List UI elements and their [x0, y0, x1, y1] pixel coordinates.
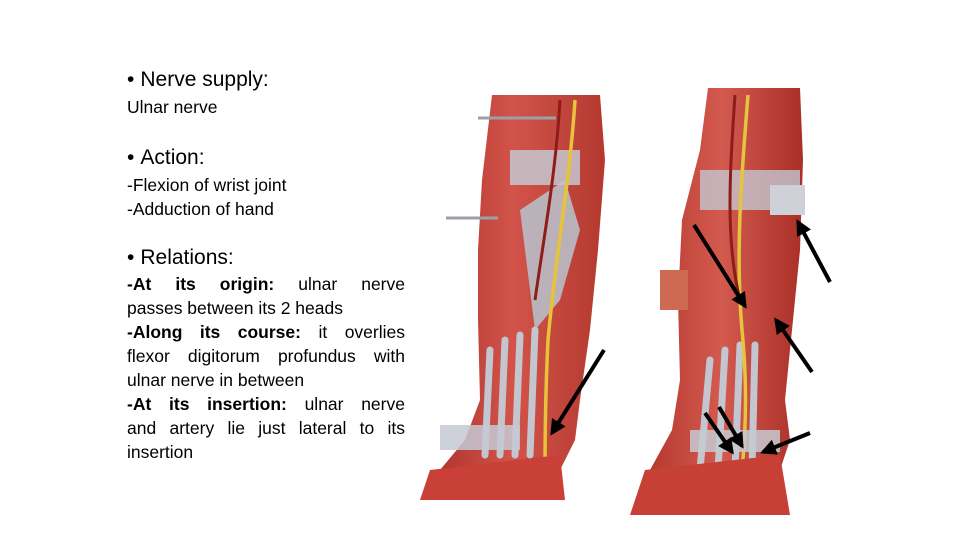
left-hand	[420, 455, 565, 500]
relations-insertion-line3: insertion	[127, 442, 194, 462]
heading-relations: •Relations:	[127, 246, 234, 269]
forearm-illustration-right	[630, 88, 805, 515]
relations-paragraph: -At its origin: ulnar nerve passes betwe…	[127, 272, 405, 464]
arrow-right-6	[760, 431, 811, 455]
heading-nerve-supply: •Nerve supply:	[127, 68, 269, 91]
left-artery	[533, 99, 562, 301]
annotation-arrows	[550, 219, 832, 455]
relations-insertion-line1: -At its insertion: ulnar nerve	[127, 394, 405, 414]
action-item-flexion: -Flexion of wrist joint	[127, 175, 287, 195]
relations-origin-line2: passes between its 2 heads	[127, 298, 343, 318]
right-pisiform-block	[770, 185, 805, 215]
left-nerve	[543, 99, 577, 471]
action-item-adduction: -Adduction of hand	[127, 199, 274, 219]
relations-course-line2: flexor digitorum profundus with	[127, 346, 405, 366]
arrow-left-insertion	[550, 348, 606, 436]
forearm-illustration-left	[420, 95, 605, 500]
right-artery	[728, 94, 742, 301]
nerve-supply-value: Ulnar nerve	[127, 97, 218, 117]
arrow-right-5	[717, 405, 744, 449]
right-side-flap	[660, 270, 688, 310]
right-hand	[630, 455, 790, 515]
arrow-right-3	[774, 317, 814, 374]
arrow-right-2	[796, 219, 832, 283]
arrow-right-4	[703, 411, 734, 455]
arrow-right-1	[692, 223, 747, 309]
relations-course-line3: ulnar nerve in between	[127, 370, 305, 390]
left-wrist-band	[440, 425, 520, 450]
relations-origin-line1: -At its origin: ulnar nerve	[127, 274, 405, 294]
relations-course-line1: -Along its course: it overlies	[127, 322, 405, 342]
relations-insertion-line2: and artery lie just lateral to its	[127, 418, 405, 438]
heading-action: •Action:	[127, 146, 205, 169]
